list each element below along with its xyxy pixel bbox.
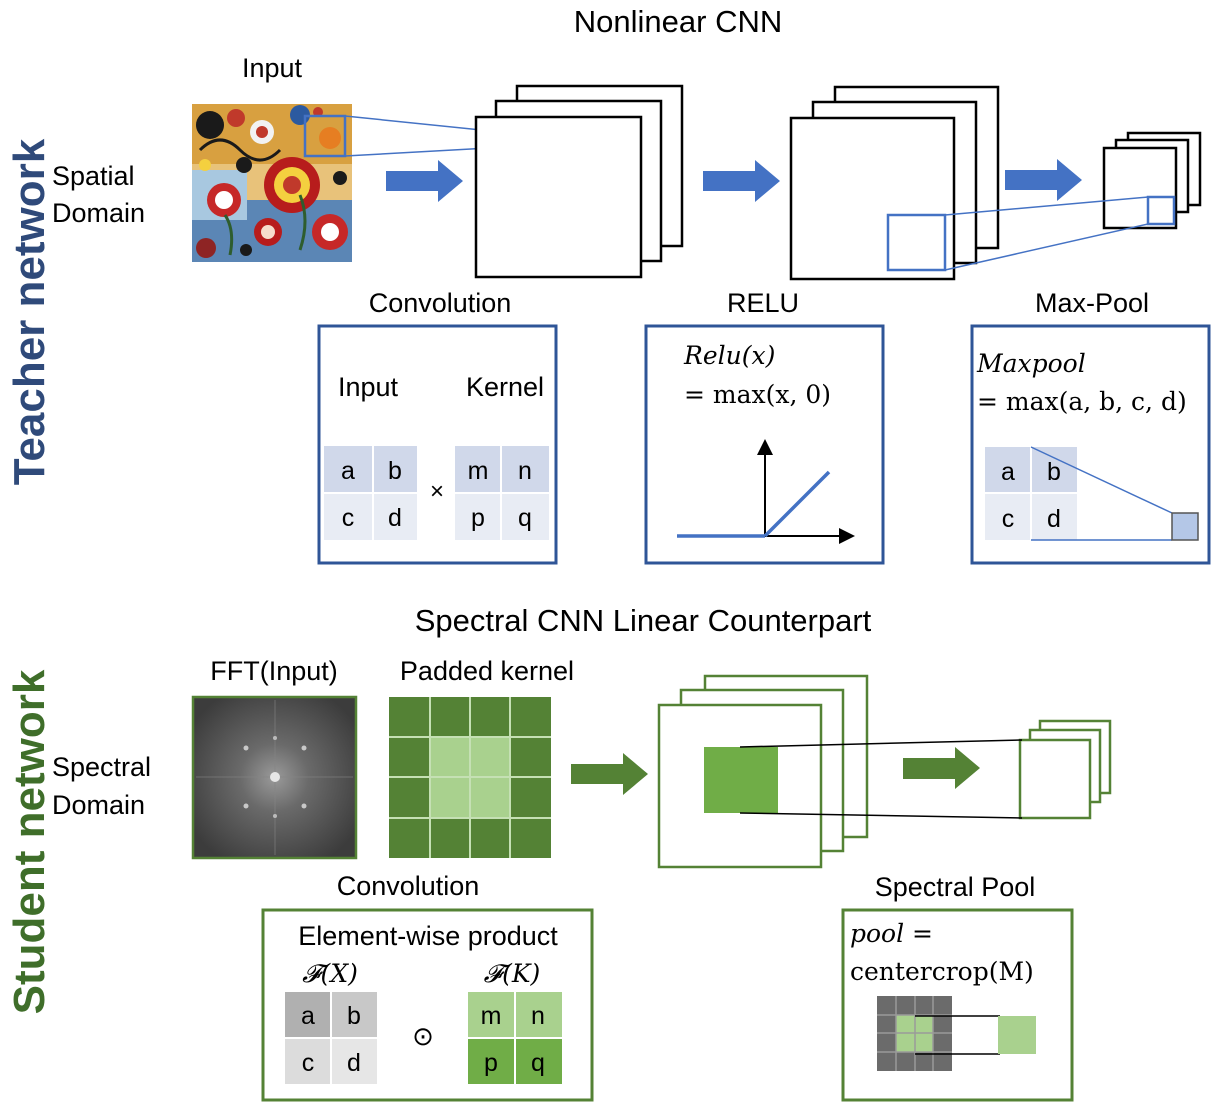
spectral-pool-formula-line1: pool = xyxy=(850,919,933,948)
fx-cell-c: c xyxy=(302,1049,315,1077)
maxpool-formula-line2: = max(a, b, c, d) xyxy=(977,387,1187,416)
teacher-side-label: Teacher network xyxy=(5,138,54,485)
fk-cell-p: p xyxy=(484,1049,498,1077)
pool-feature-maps xyxy=(1102,131,1202,230)
elementwise-header: Element-wise product xyxy=(298,921,558,951)
relu-formula-line1: Relu(x) xyxy=(683,341,775,370)
relu-pool-window xyxy=(886,213,947,272)
maxpool-cell-b: b xyxy=(1047,458,1061,486)
hadamard-operator: ⊙ xyxy=(412,1021,434,1051)
spectral-pool-feature-maps xyxy=(1018,719,1112,820)
relu-caption: RELU xyxy=(727,288,799,318)
fk-cell-m: m xyxy=(481,1002,502,1030)
conv-feature-maps xyxy=(474,84,684,279)
arrow-right-icon xyxy=(386,160,463,202)
spectral-feature-maps xyxy=(657,674,869,869)
student-side-label: Student network xyxy=(5,669,54,1014)
conv-kernel-cell-n: n xyxy=(518,457,532,485)
arrow-right-icon xyxy=(703,160,780,202)
spectral-pool-formula-line2: centercrop(M) xyxy=(850,957,1034,986)
spectral-pool-box: pool = centercrop(M) xyxy=(841,908,1074,1102)
input-label: Input xyxy=(242,53,303,83)
maxpool-cell-c: c xyxy=(1002,505,1015,533)
student-conv-caption: Convolution xyxy=(337,871,480,901)
conv-kernel-cell-m: m xyxy=(468,457,489,485)
conv-input-cell-c: c xyxy=(342,504,355,532)
spectral-domain-label-2: Domain xyxy=(52,790,145,820)
fx-cell-d: d xyxy=(347,1049,361,1077)
spectral-pool-caption: Spectral Pool xyxy=(875,872,1036,902)
arrow-right-icon xyxy=(1005,159,1082,201)
relu-feature-maps xyxy=(789,85,1000,281)
arrow-right-icon xyxy=(903,747,980,789)
centercrop-grid xyxy=(877,996,952,1071)
maxpool-box: Maxpool = max(a, b, c, d) a b c d xyxy=(970,324,1211,565)
maxpool-formula-line1: Maxpool xyxy=(976,349,1086,378)
fx-cell-a: a xyxy=(301,1002,315,1030)
fft-label: FFT(Input) xyxy=(210,656,338,686)
centercrop-output xyxy=(998,1016,1036,1054)
pool-output-cell xyxy=(1146,195,1176,226)
conv-input-cell-a: a xyxy=(341,457,355,485)
fk-label: 𝓕(K) xyxy=(484,959,541,988)
conv-kernel-header: Kernel xyxy=(466,372,544,402)
maxpool-cell-a: a xyxy=(1001,458,1015,486)
padded-kernel-label: Padded kernel xyxy=(400,656,574,686)
relu-formula-line2: = max(x, 0) xyxy=(684,380,831,409)
conv-multiply-operator: × xyxy=(430,478,444,505)
conv-kernel-cell-q: q xyxy=(518,504,532,532)
student-title: Spectral CNN Linear Counterpart xyxy=(415,603,872,638)
fk-cell-q: q xyxy=(531,1049,545,1077)
padded-kernel-grid xyxy=(389,697,551,858)
input-receptive-field xyxy=(303,114,347,158)
conv-kernel-cell-p: p xyxy=(471,504,485,532)
spatial-domain-label-1: Spatial xyxy=(52,161,135,191)
conv-box: Input Kernel a b c d × m n p q xyxy=(317,324,558,565)
maxpool-output-cell xyxy=(1171,512,1199,541)
spatial-domain-label-2: Domain xyxy=(52,198,145,228)
spectral-domain-label-1: Spectral xyxy=(52,752,151,782)
fft-image xyxy=(191,695,358,860)
conv-input-cell-b: b xyxy=(388,457,402,485)
fx-label: 𝓕(X) xyxy=(302,959,358,988)
conv-caption: Convolution xyxy=(369,288,512,318)
maxpool-cell-d: d xyxy=(1047,505,1061,533)
input-image xyxy=(192,104,352,262)
elementwise-product-box: Element-wise product 𝓕(X) 𝓕(K) a b c d ⊙… xyxy=(261,908,594,1102)
teacher-title: Nonlinear CNN xyxy=(574,4,782,39)
conv-input-header: Input xyxy=(338,372,399,402)
relu-box: Relu(x) = max(x, 0) xyxy=(644,324,885,565)
maxpool-caption: Max-Pool xyxy=(1035,288,1149,318)
fk-cell-n: n xyxy=(531,1002,545,1030)
conv-input-cell-d: d xyxy=(388,504,402,532)
relu-curve-slope xyxy=(763,470,831,538)
arrow-right-icon xyxy=(571,753,648,795)
fx-cell-b: b xyxy=(347,1002,361,1030)
